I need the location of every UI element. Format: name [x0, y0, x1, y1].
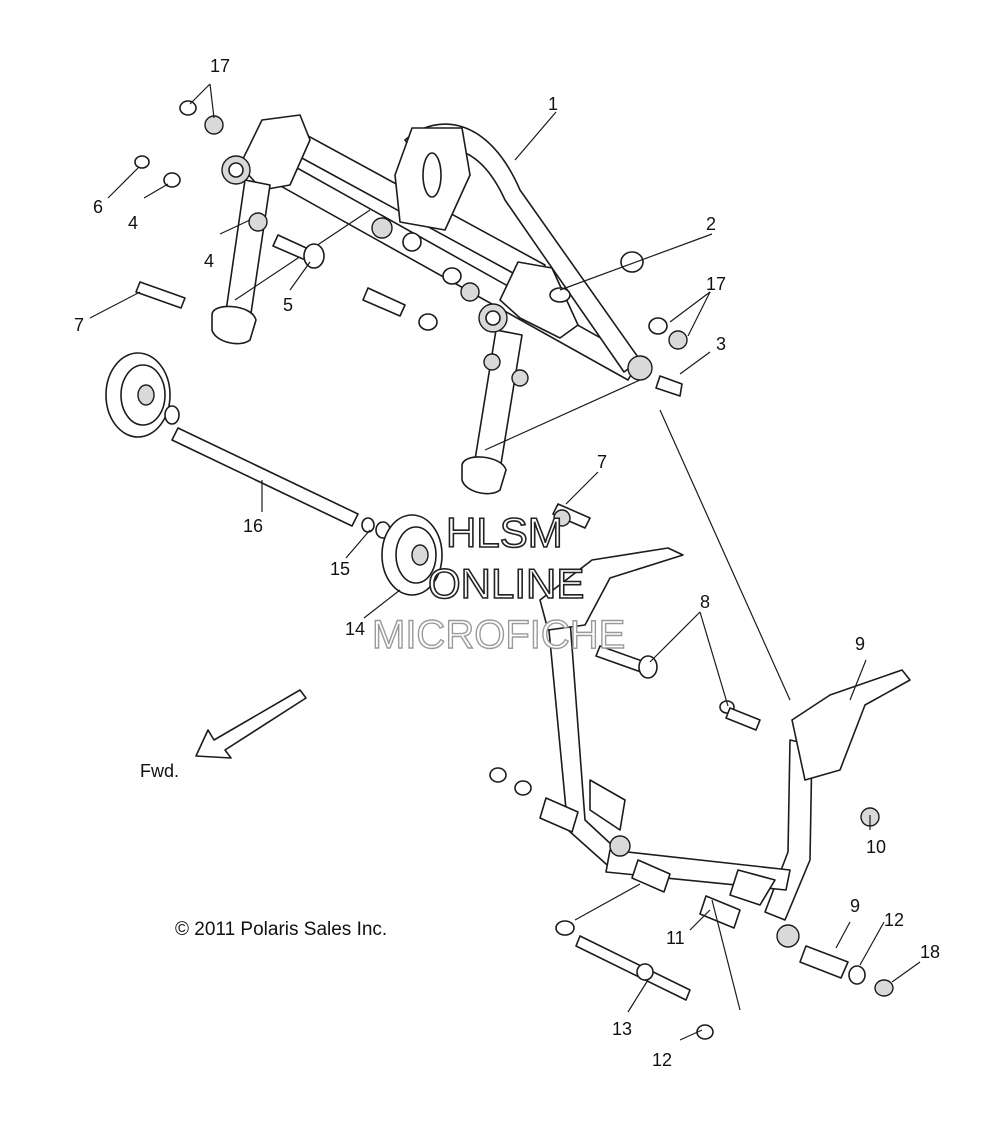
callout-9-lower: 9 [850, 896, 860, 916]
callout-4-lower: 4 [204, 251, 214, 271]
callout-3: 3 [716, 334, 726, 354]
callout-13: 13 [612, 1019, 632, 1039]
leader-lines [89, 83, 921, 1041]
callout-4-upper: 4 [128, 213, 138, 233]
callout-17-top: 17 [210, 56, 230, 76]
callout-7-right: 7 [597, 452, 607, 472]
callout-15: 15 [330, 559, 350, 579]
forward-arrow: Fwd. [140, 689, 307, 781]
callout-2: 2 [706, 214, 716, 234]
callout-14: 14 [345, 619, 365, 639]
callout-12-right: 12 [884, 910, 904, 930]
callout-labels: 17 1 2 17 3 6 4 4 5 7 7 16 15 14 8 9 10 … [74, 56, 940, 1070]
idler-wheels [105, 352, 443, 596]
upper-torque-arm [211, 114, 653, 495]
callout-18: 18 [920, 942, 940, 962]
watermark-line-1: HLSM [446, 509, 563, 556]
callout-8: 8 [700, 592, 710, 612]
upper-hardware [134, 100, 688, 397]
callout-11: 11 [666, 928, 685, 948]
callout-5: 5 [283, 295, 293, 315]
callout-9-upper: 9 [855, 634, 865, 654]
callout-16: 16 [243, 516, 263, 536]
callout-10: 10 [866, 837, 886, 857]
lower-frame [539, 547, 911, 948]
watermark-line-2: ONLINE [428, 560, 584, 607]
callout-7-left: 7 [74, 315, 84, 335]
callout-1: 1 [548, 94, 558, 114]
lower-hardware [489, 503, 894, 1040]
callout-12-bottom: 12 [652, 1050, 672, 1070]
callout-17-right: 17 [706, 274, 726, 294]
callout-6: 6 [93, 197, 103, 217]
watermark-line-3: MICROFICHE [372, 613, 625, 657]
forward-label: Fwd. [140, 761, 179, 781]
copyright-text: © 2011 Polaris Sales Inc. [175, 919, 387, 940]
watermark: HLSM ONLINE MICROFICHE [371, 508, 626, 658]
